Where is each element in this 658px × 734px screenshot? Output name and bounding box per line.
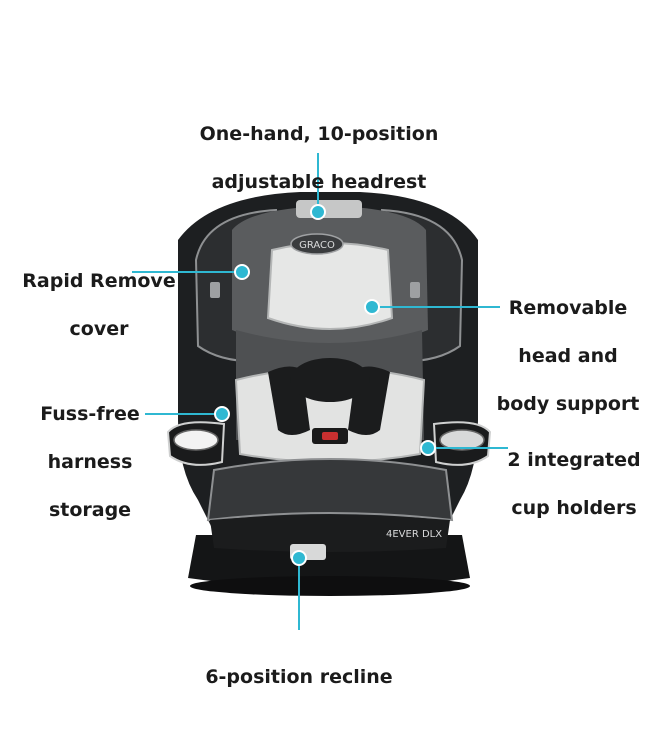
marker-cup-holders	[420, 440, 436, 456]
graco-logo: GRACO	[299, 240, 335, 251]
callout-harness-storage-line-1: Fuss-free	[40, 403, 140, 425]
callout-removable-support-line-3: body support	[496, 393, 640, 415]
callout-recline-line-1: 6-position recline	[205, 666, 393, 688]
cup-holder-right-rim	[439, 429, 485, 451]
callout-harness-storage-line-3: storage	[48, 499, 132, 521]
marker-recline	[291, 550, 307, 566]
callout-headrest-line-1: One-hand, 10-position	[199, 123, 439, 145]
seat-cushion	[206, 458, 454, 522]
head-support-insert	[266, 242, 394, 330]
callout-cup-holders: 2 integrated cup holders	[500, 424, 648, 544]
marker-headrest	[310, 204, 326, 220]
callout-harness-storage-line-2: harness	[47, 451, 133, 473]
callout-headrest-line-2: adjustable headrest	[211, 171, 427, 193]
side-badge-left	[210, 282, 220, 298]
chest-clip-area	[290, 358, 370, 402]
side-badge-right	[410, 282, 420, 298]
callout-rapid-remove-line-2: cover	[69, 318, 129, 340]
front-panel	[210, 515, 450, 552]
callout-headrest: One-hand, 10-position adjustable headres…	[180, 98, 458, 218]
callout-cup-holders-line-1: 2 integrated	[507, 449, 641, 471]
callout-cup-holders-line-2: cup holders	[511, 497, 637, 519]
graco-logo-badge	[290, 233, 344, 255]
callout-removable-support-line-2: head and	[518, 345, 618, 367]
callout-removable-support: Removable head and body support	[494, 272, 642, 440]
callout-rapid-remove: Rapid Remove cover	[18, 245, 180, 365]
marker-removable-support	[364, 299, 380, 315]
model-name-text: 4EVER DLX	[386, 529, 442, 540]
callout-markers	[214, 204, 436, 566]
buckle-release	[322, 432, 338, 440]
marker-harness-storage	[214, 406, 230, 422]
marker-rapid-remove	[234, 264, 250, 280]
callout-leader-lines	[132, 153, 508, 630]
callout-harness-storage: Fuss-free harness storage	[28, 378, 152, 546]
base-shadow	[190, 576, 470, 596]
callout-rapid-remove-line-1: Rapid Remove	[22, 270, 176, 292]
cup-holder-left-rim	[173, 429, 219, 451]
callout-removable-support-line-1: Removable	[508, 297, 628, 319]
callout-recline: 6-position recline	[180, 641, 418, 713]
